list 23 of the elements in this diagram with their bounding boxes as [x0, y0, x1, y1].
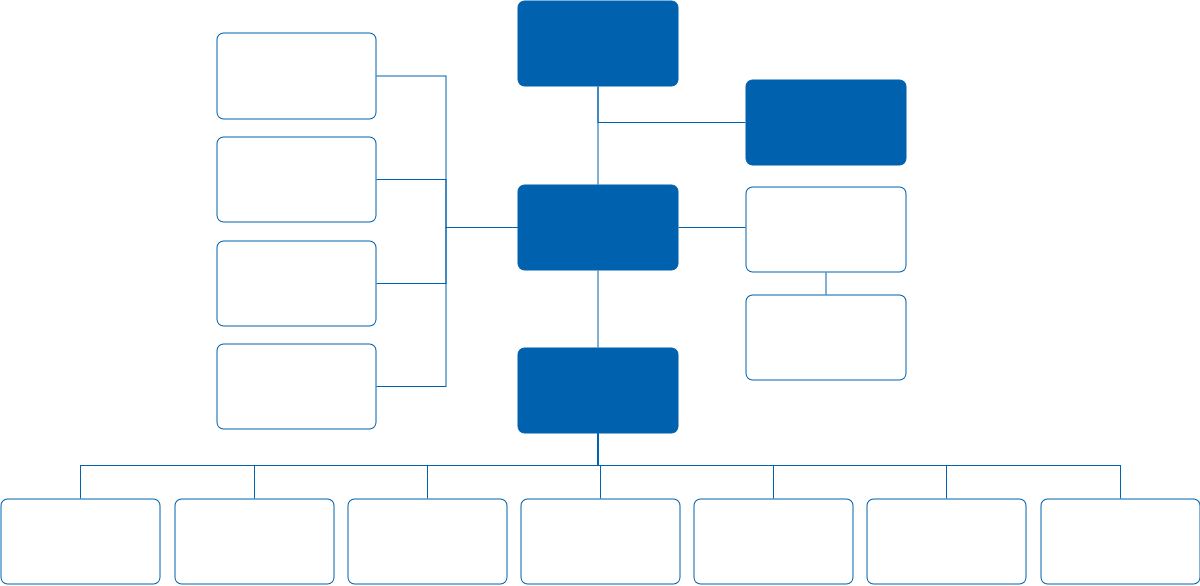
org-chart-box [866, 498, 1027, 585]
connector-line [376, 227, 518, 387]
org-chart-box [0, 498, 161, 585]
connector-line [597, 270, 599, 348]
org-chart-box [174, 498, 335, 585]
org-chart-box [517, 184, 679, 271]
org-chart-box [347, 498, 508, 585]
org-chart-box [520, 498, 681, 585]
org-chart-box [745, 186, 907, 273]
org-chart-box [216, 343, 377, 430]
connector-line [597, 86, 746, 123]
org-chart-box [745, 294, 907, 381]
org-chart-box [1040, 498, 1200, 585]
org-chart-box [216, 32, 377, 120]
org-chart-box [693, 498, 854, 585]
org-chart-box [216, 240, 377, 327]
connector-line [678, 227, 746, 228]
org-chart-box [216, 136, 377, 223]
connector-line [597, 433, 1121, 499]
org-chart-box [517, 0, 679, 87]
connector-line [825, 272, 827, 295]
org-chart-box [517, 347, 679, 434]
org-chart-box [745, 79, 907, 166]
